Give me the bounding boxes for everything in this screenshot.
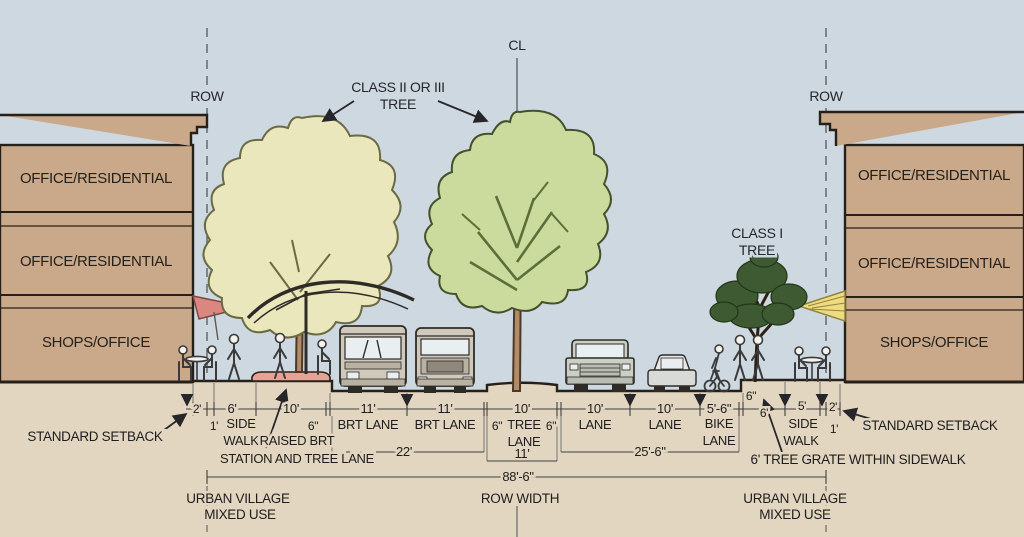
standard-setback-left-label: STANDARD SETBACK [27, 429, 163, 444]
bus-rear-window [420, 338, 470, 356]
brt1-label: BRT LANE [338, 417, 399, 432]
centerline-label: CL [508, 37, 526, 53]
curb-left-label: 6" [308, 419, 318, 433]
row-total-label: 88'-6" [502, 469, 534, 484]
class1-tree-label-line1: CLASS I [731, 225, 783, 241]
street-surface-line [0, 378, 1024, 393]
arrow-tree-grate [761, 398, 783, 453]
building-left [0, 113, 209, 384]
lane1-label: LANE [579, 417, 612, 432]
class23-tree-label-line2: TREE [380, 96, 416, 112]
right-floor3-label: SHOPS/OFFICE [880, 334, 988, 351]
left-floor1-label: OFFICE/RESIDENTIAL [20, 170, 172, 187]
median-curb-right-label: 6" [546, 419, 556, 433]
class23-tree-label-line1: CLASS II OR III [351, 79, 445, 95]
dim-station: 10' [283, 401, 299, 416]
sidewalk-right-line2: WALK [783, 433, 819, 448]
left-floor2-label: OFFICE/RESIDENTIAL [20, 253, 172, 270]
bike-label-line1: BIKE [705, 416, 734, 431]
median-lane-label: LANE [508, 434, 541, 449]
tree-grate-note: 6' TREE GRATE WITHIN SIDEWALK [751, 452, 966, 467]
cyclist [703, 344, 731, 393]
brt2-label: BRT LANE [415, 417, 476, 432]
urban-village-right-line2: MIXED USE [759, 507, 831, 522]
right-floor2-label: OFFICE/RESIDENTIAL [858, 255, 1010, 272]
building-right-body [843, 143, 1024, 384]
station-label-line2: STATION AND TREE LANE [220, 451, 375, 466]
dim-median: 10' [514, 401, 530, 416]
tree-branches [469, 195, 561, 292]
row-label-left: ROW [190, 88, 224, 104]
tree-canopy [709, 246, 808, 329]
class-ii-iii-tree-center [424, 109, 612, 392]
sidewalk-left-line2: WALK [223, 433, 259, 448]
bus-windshield [344, 336, 402, 360]
median-curb-left-label: 6" [492, 419, 502, 433]
cafe-awning-pink [191, 295, 247, 341]
median-tree-label: TREE [507, 417, 541, 432]
bike-label-line2: LANE [703, 433, 736, 448]
building-right [818, 110, 1024, 384]
dim-bike: 5'-6" [707, 401, 732, 416]
median-total-label: 11' [514, 446, 529, 461]
car-rear-window [660, 357, 684, 370]
arrow-setback-left [159, 412, 188, 434]
dim-lane1: 10' [587, 401, 603, 416]
station-label-line1: RAISED BRT [260, 433, 335, 448]
dim-grate: 6' [760, 406, 768, 420]
right-floor1-label: OFFICE/RESIDENTIAL [858, 167, 1010, 184]
building-left-cornice [0, 113, 209, 146]
dim-setback-right: 2' [829, 400, 837, 414]
lanes-total-label: 25'-6" [634, 444, 666, 459]
curb-right-label: 6" [746, 389, 756, 403]
dim-brt2: 11' [437, 401, 452, 416]
urban-village-left-line2: MIXED USE [204, 507, 276, 522]
left-floor3-label: SHOPS/OFFICE [42, 334, 150, 351]
urban-village-left-line1: URBAN VILLAGE [186, 491, 290, 506]
brt-station-canopy [246, 280, 415, 374]
building-right-cornice [818, 110, 1024, 146]
dim-brt1: 11' [360, 401, 375, 416]
row-width-label: ROW WIDTH [481, 491, 559, 506]
sidewalk-right-line1: SIDE [788, 416, 818, 431]
brt-bus-rear [415, 327, 475, 393]
lane2-label: LANE [649, 417, 682, 432]
dim-one-right: 1' [830, 422, 838, 436]
bus-wipers [362, 339, 382, 359]
arrow-setback-right [842, 407, 889, 425]
class1-tree-label-line2: TREE [739, 242, 775, 258]
car [647, 354, 697, 392]
arrow-to-left-tree [321, 100, 355, 122]
dim-sidewalk-right: 5' [798, 399, 806, 413]
standard-setback-right-label: STANDARD SETBACK [862, 418, 998, 433]
urban-village-right-line1: URBAN VILLAGE [743, 491, 847, 506]
sidewalk-left-line1: SIDE [226, 416, 256, 431]
brt-total-label: 22' [396, 444, 412, 459]
dim-one-left: 1' [210, 419, 218, 433]
shop-awning-yellow [796, 289, 846, 323]
raised-brt-platform [251, 371, 331, 382]
dim-setback-left: 2' [193, 402, 201, 416]
class-i-tree [709, 246, 808, 383]
dimension-arrows [180, 393, 829, 407]
arrow-raised-brt [265, 388, 289, 449]
leader-arrows [159, 100, 889, 453]
brt-bus-front [339, 325, 407, 393]
arrow-to-center-tree [437, 100, 489, 123]
ground [0, 380, 1024, 537]
row-label-right: ROW [809, 88, 843, 104]
dim-lane2: 10' [657, 401, 673, 416]
truck [565, 339, 635, 392]
dim-sidewalk-left: 6' [227, 401, 236, 416]
truck-grille [579, 363, 621, 377]
